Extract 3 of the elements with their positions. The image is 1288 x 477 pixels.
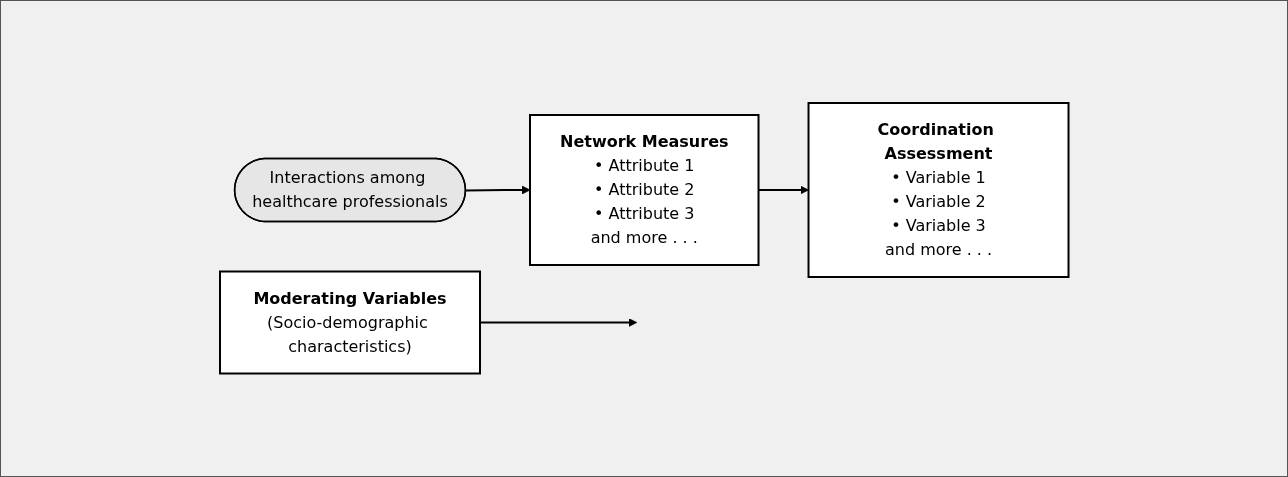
node-box: Network Measures • Attribute 1 • Attribute 2 • Attribute 3 and more . . . xyxy=(528,114,760,267)
node-box: Coordination Assessment • Variable 1 • Variable 2 • Variable 3 and more . . . xyxy=(807,102,1070,279)
node-box: Moderating Variables (Socio-demographic characteristics) xyxy=(218,270,481,375)
